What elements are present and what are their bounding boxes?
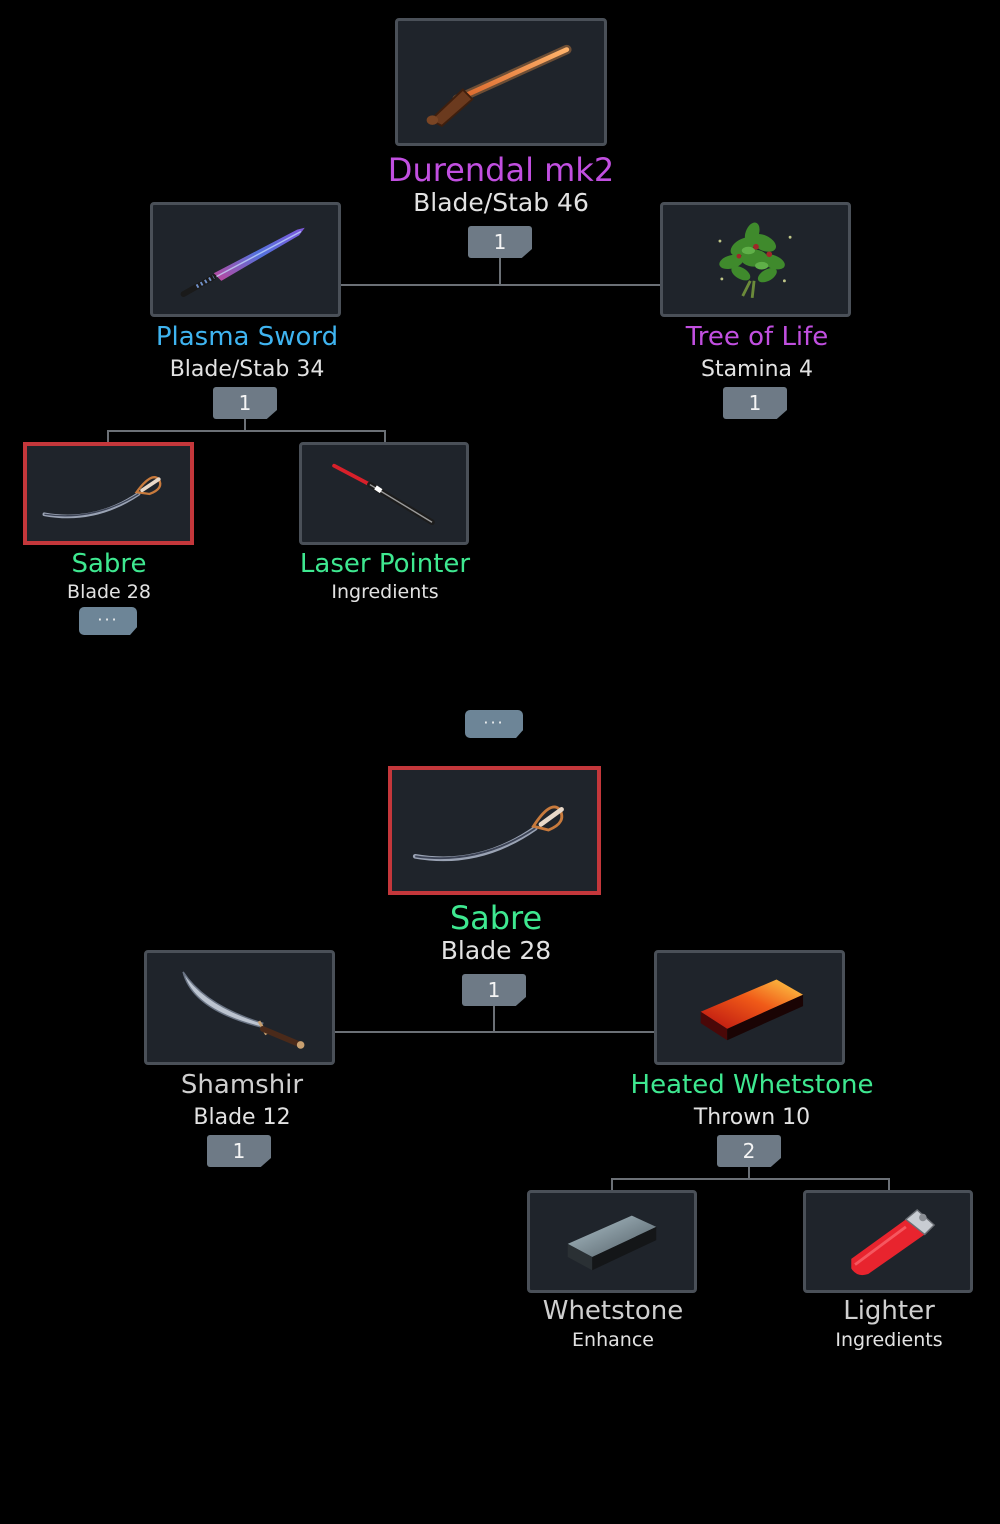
connector-line (499, 258, 501, 286)
sabre-card[interactable] (388, 766, 601, 895)
connector-line (334, 1031, 655, 1033)
connector-line (493, 1006, 495, 1033)
tree-of-life-card[interactable] (660, 202, 851, 317)
item-name: Durendal mk2 (387, 151, 615, 189)
count-badge: 1 (468, 226, 532, 258)
shamshir-card[interactable] (144, 950, 335, 1065)
heated-whetstone-card[interactable] (654, 950, 845, 1065)
whetstone-card[interactable] (527, 1190, 697, 1293)
item-name: Whetstone (542, 1296, 684, 1326)
item-name: Tree of Life (685, 322, 829, 352)
durendal-card[interactable] (395, 18, 607, 146)
item-stat: Blade 28 (67, 581, 151, 603)
item-name: Shamshir (180, 1070, 304, 1100)
item-name: Sabre (449, 899, 543, 937)
plasma-sword-card[interactable] (150, 202, 341, 317)
orange-sword-icon (426, 44, 572, 127)
shamshir-icon (182, 971, 305, 1049)
more-button[interactable]: ··· (79, 607, 137, 635)
heated-whetstone-icon (700, 979, 804, 1041)
item-name: Laser Pointer (299, 549, 471, 579)
count-badge: 1 (462, 974, 526, 1006)
count-badge: 1 (723, 387, 787, 419)
item-stat: Blade/Stab 34 (169, 357, 325, 382)
count-badge: 2 (717, 1135, 781, 1167)
item-name: Heated Whetstone (630, 1070, 874, 1100)
connector-line (748, 1166, 750, 1180)
item-name: Sabre (71, 549, 147, 579)
item-stat: Blade 28 (440, 936, 552, 965)
connector-line (244, 418, 246, 432)
count-badge: 1 (213, 387, 277, 419)
item-name: Plasma Sword (155, 322, 339, 352)
more-button[interactable]: ··· (465, 710, 523, 738)
whetstone-icon (567, 1215, 657, 1271)
lighter-card[interactable] (803, 1190, 973, 1293)
connector-line (611, 1178, 890, 1180)
herb-icon (718, 222, 792, 299)
item-stat: Blade/Stab 46 (413, 188, 589, 217)
laser-pointer-icon (332, 463, 435, 526)
laser-pointer-card[interactable] (299, 442, 469, 545)
connector-line (384, 430, 386, 444)
sabre-icon (42, 476, 162, 519)
sabre-icon (412, 805, 564, 862)
sabre-card[interactable] (23, 442, 194, 545)
item-name: Lighter (843, 1296, 935, 1326)
lighter-icon (851, 1209, 936, 1276)
item-stat: Stamina 4 (700, 357, 814, 382)
item-stat: Thrown 10 (693, 1105, 811, 1130)
connector-line (611, 1178, 613, 1192)
item-stat: Ingredients (331, 581, 439, 603)
count-badge: 1 (207, 1135, 271, 1167)
connector-line (107, 430, 386, 432)
item-stat: Enhance (572, 1329, 654, 1351)
plasma-sword-icon (180, 227, 305, 297)
item-stat: Blade 12 (193, 1105, 291, 1130)
connector-line (107, 430, 109, 444)
connector-line (888, 1178, 890, 1192)
connector-line (340, 284, 661, 286)
item-stat: Ingredients (835, 1329, 943, 1351)
